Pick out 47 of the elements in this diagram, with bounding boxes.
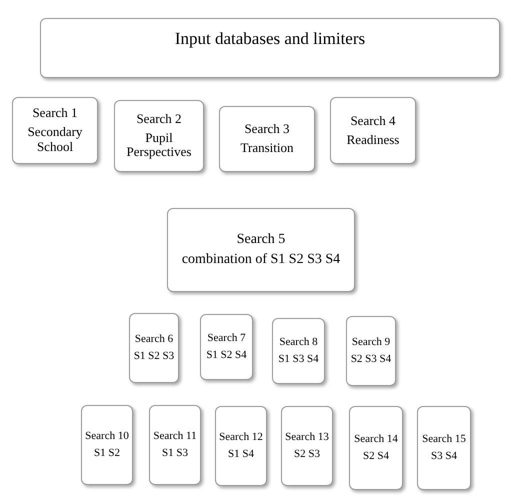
search-box <box>215 406 267 486</box>
search-title: Search 3 <box>244 122 290 137</box>
search-title: Search 10 <box>85 430 129 443</box>
search-terms: S1 S3 <box>162 447 188 460</box>
search-title: Search 11 <box>153 430 197 443</box>
search-box <box>219 106 315 172</box>
search-terms: S1 S2 <box>94 447 120 460</box>
search-title: Search 14 <box>354 433 398 446</box>
search-title: Search 4 <box>350 114 396 128</box>
search-terms: Secondary School <box>26 125 84 155</box>
search-box <box>200 314 253 380</box>
search-title: Search 13 <box>285 431 329 444</box>
search-terms: Transition <box>240 141 294 156</box>
search-title: Search 1 <box>32 106 78 122</box>
search-terms: S3 S4 <box>431 450 457 463</box>
search-terms: S1 S4 <box>228 448 254 461</box>
search-terms: S2 S3 <box>294 448 320 461</box>
search-box <box>114 100 204 172</box>
search-box <box>149 405 201 485</box>
search-terms: S2 S3 S4 <box>350 353 392 366</box>
search-terms: S2 S4 <box>363 450 389 463</box>
search-title: Search 12 <box>219 431 263 444</box>
search-box <box>81 405 133 485</box>
search-title: Search 9 <box>352 336 390 349</box>
search-box <box>272 318 325 384</box>
search-box <box>346 316 396 386</box>
search-box <box>349 406 403 490</box>
search-terms: S1 S3 S4 <box>278 353 319 366</box>
search-box <box>330 97 416 164</box>
search-terms: Pupil Perspectives <box>126 130 192 160</box>
search-title: Search 2 <box>136 112 182 127</box>
header-box <box>40 18 500 78</box>
search-box <box>417 406 471 490</box>
search-title: Search 5 <box>236 232 286 248</box>
search-box <box>129 313 179 383</box>
search-terms: Readiness <box>346 132 400 148</box>
search-terms: combination of S1 S2 S3 S4 <box>182 252 340 268</box>
search-box <box>12 97 98 164</box>
search-title: Search 8 <box>279 336 318 349</box>
search-title: Search 6 <box>134 333 174 346</box>
search-title: Search 7 <box>207 332 246 345</box>
search-box <box>167 208 355 292</box>
search-box <box>281 406 333 486</box>
header-text: Input databases and limiters <box>174 29 366 49</box>
search-terms: S1 S2 S3 <box>134 350 174 363</box>
search-terms: S1 S2 S4 <box>206 349 247 362</box>
search-title: Search 15 <box>422 433 466 446</box>
